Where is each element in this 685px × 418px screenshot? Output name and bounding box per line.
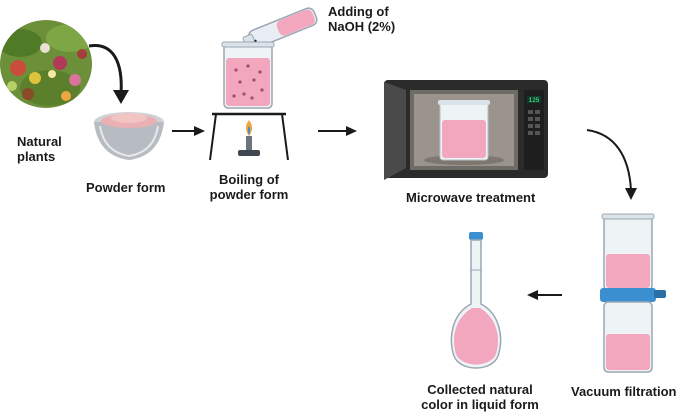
naoh-label: Adding of NaOH (2%) [328, 4, 395, 34]
beaker-icon [220, 40, 276, 112]
microwave-label: Microwave treatment [406, 190, 536, 205]
naoh-line1: Adding of [328, 4, 389, 19]
naoh-line2: NaOH (2%) [328, 19, 396, 34]
natural-plants-line2: plants [17, 149, 56, 164]
collected-line2: color in liquid form [421, 397, 539, 412]
bowl-icon [92, 106, 166, 166]
arrow-powder-to-boiling [172, 124, 206, 138]
filter-icon [594, 212, 668, 376]
collected-line1: Collected natural [427, 382, 533, 397]
collected-label: Collected natural color in liquid form [410, 382, 550, 412]
boiling-line2: powder form [209, 187, 289, 202]
vacuum-label: Vacuum filtration [571, 384, 677, 399]
boiling-label: Boiling of powder form [206, 172, 292, 202]
microwave-display: 125 [529, 97, 540, 104]
volumetric-flask-icon [446, 230, 506, 376]
natural-plants-label: Natural plants [17, 134, 62, 164]
boiling-line1: Boiling of [219, 172, 279, 187]
powder-form-label: Powder form [86, 180, 166, 195]
plants-image [0, 18, 92, 110]
arrow-plants-to-powder [85, 38, 135, 108]
microwave-icon: 125 [380, 76, 552, 184]
burner-icon [208, 110, 290, 162]
arrow-vacuum-to-collected [526, 288, 562, 302]
arrow-boiling-to-microwave [318, 124, 358, 138]
arrow-microwave-to-vacuum [585, 126, 645, 206]
natural-plants-line1: Natural [17, 134, 62, 149]
